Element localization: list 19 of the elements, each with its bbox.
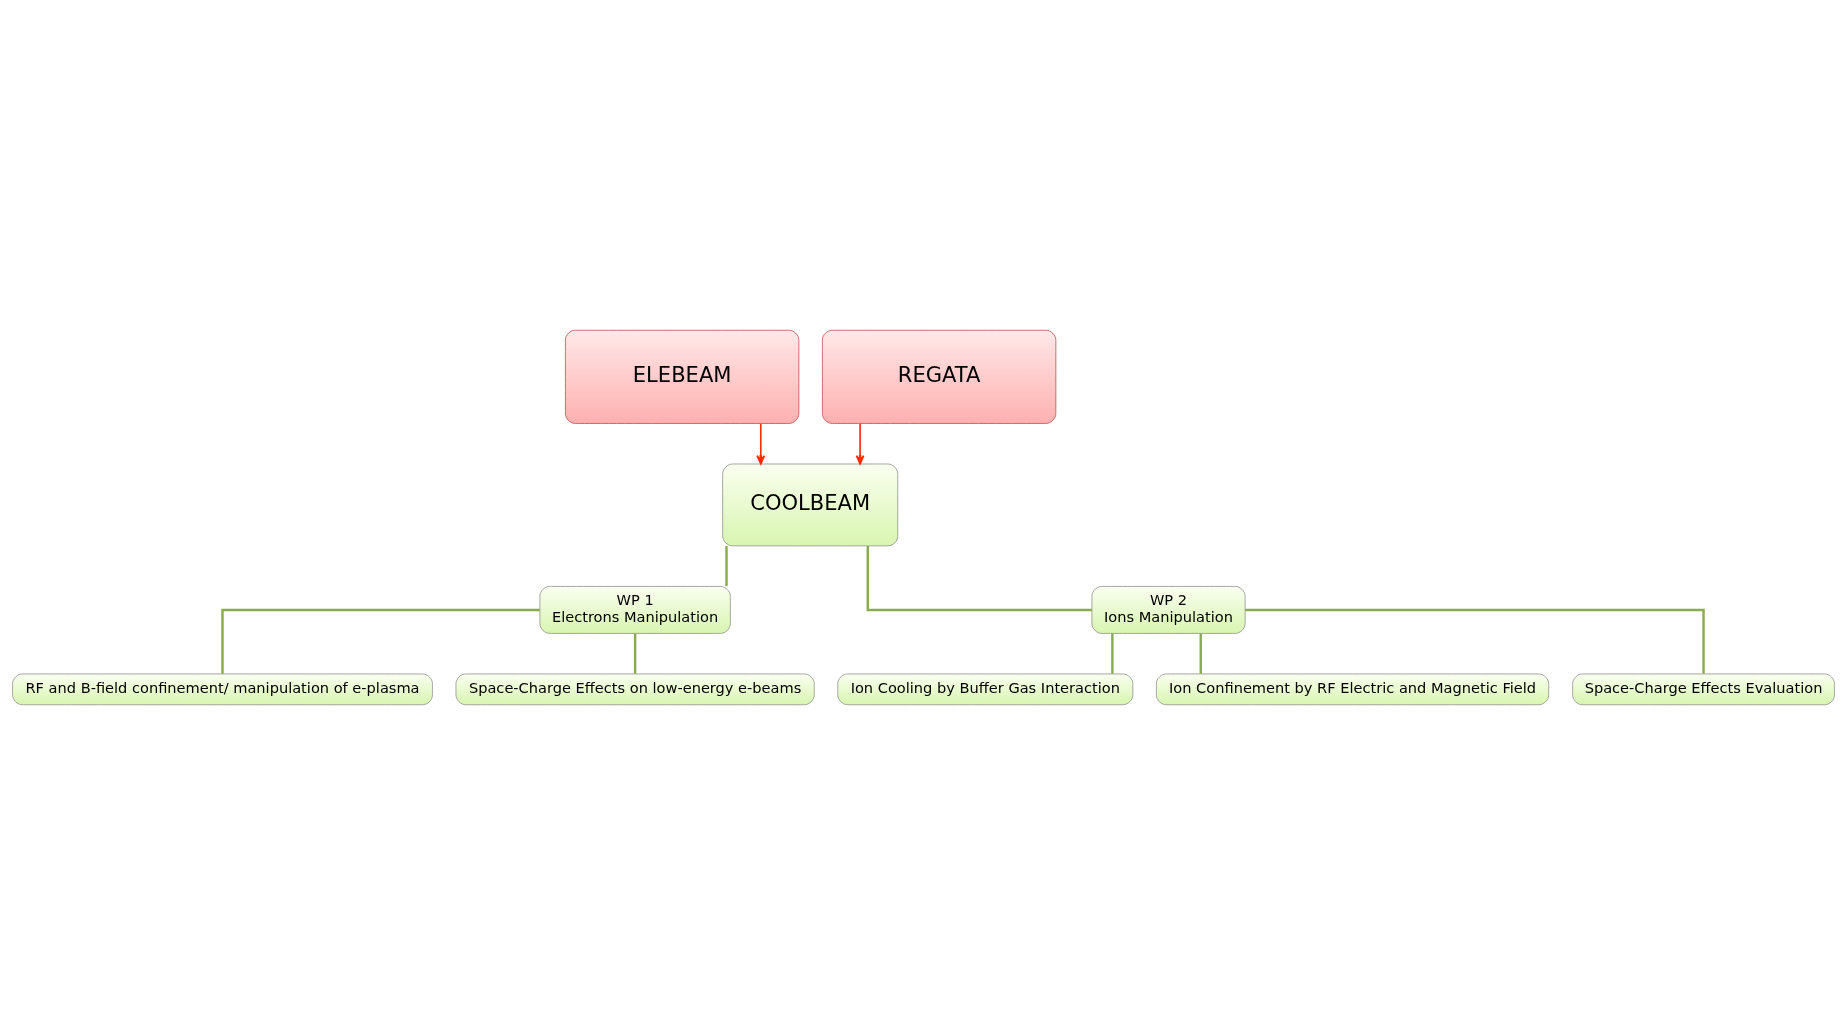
connector [633,633,637,674]
node-box: ELEBEAM [565,329,800,424]
node-box: COOLBEAM [722,463,899,547]
node-box: WP 1 Electrons Manipulation [539,586,731,634]
connector [1245,608,1705,674]
node-box: RF and B-field confinement/ manipulation of e-plasma [12,673,433,706]
node-box: REGATA [821,329,1057,424]
connector [725,546,728,587]
node-box: Ion Confinement by RF Electric and Magnetic Field [1155,673,1550,706]
arrow [855,423,865,465]
node-box: Space-Charge Effects Evaluation [1572,673,1835,706]
node-box: Ion Cooling by Buffer Gas Interaction [837,673,1134,706]
connector [1199,633,1202,674]
arrow [756,423,766,465]
node-box: WP 2 Ions Manipulation [1091,586,1246,634]
connector [221,608,540,674]
connector [1111,633,1114,674]
node-box: Space-Charge Effects on low-energy e-beams [455,673,815,706]
connector [866,546,1092,612]
